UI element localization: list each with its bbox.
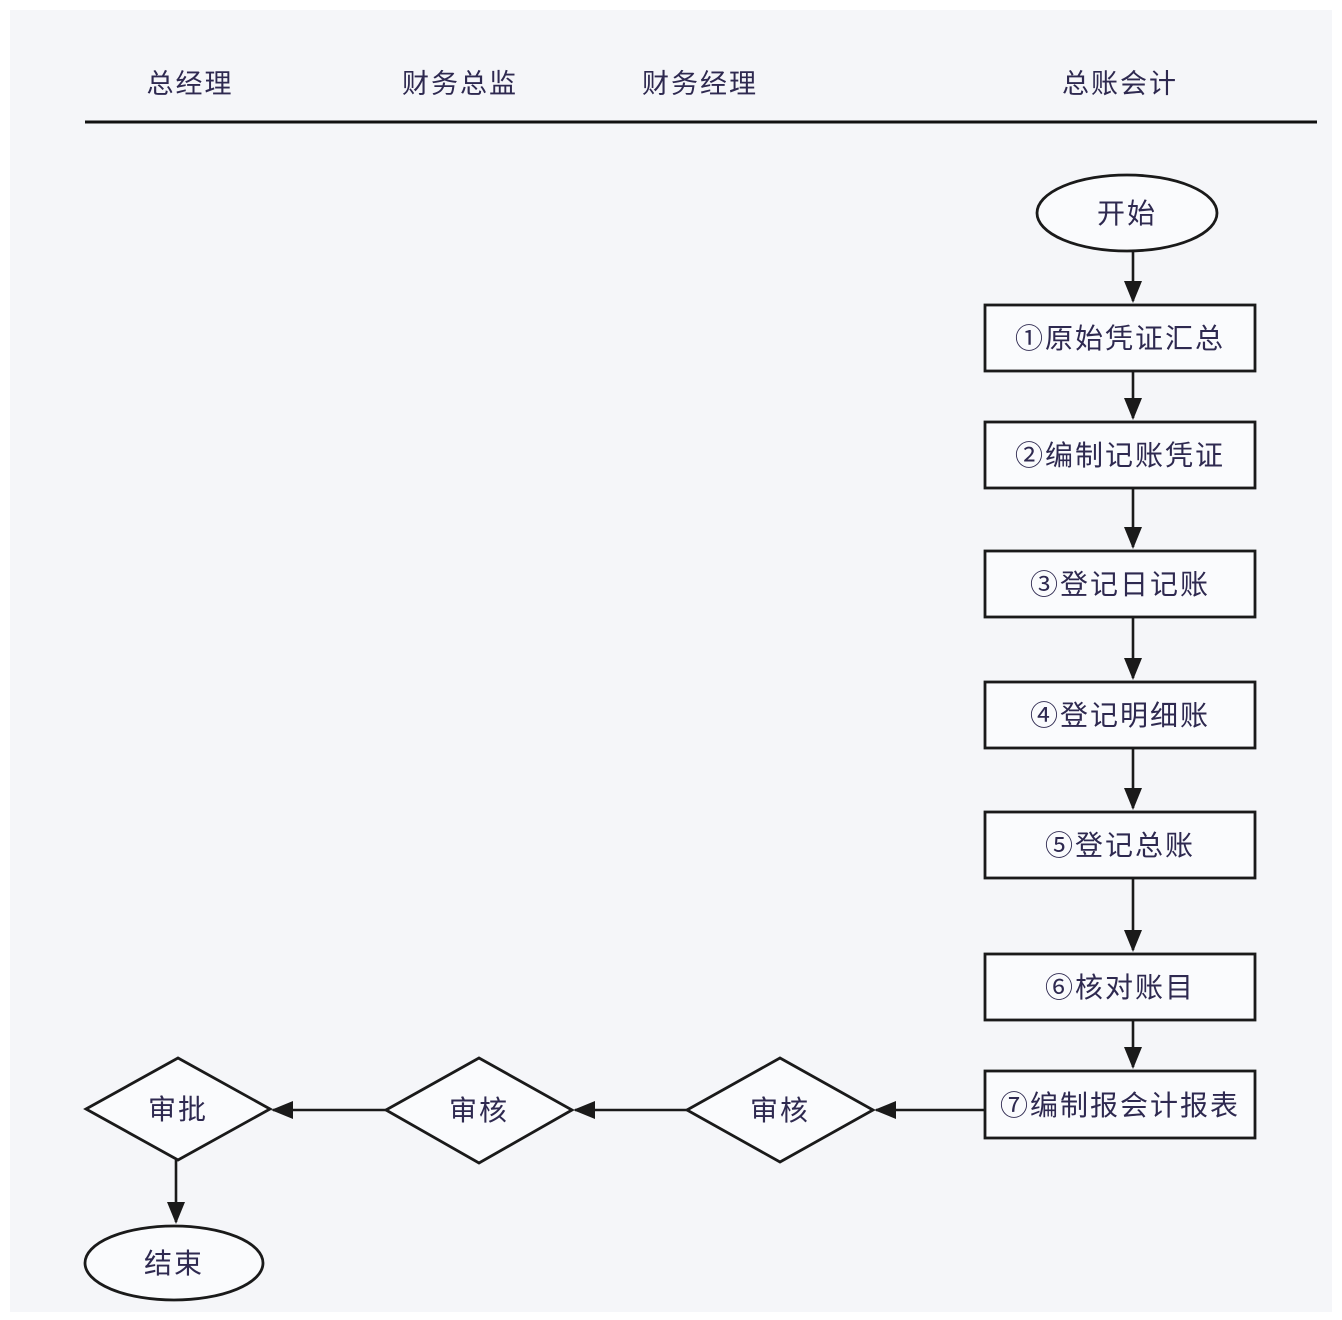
step-node-5: ⑤登记总账	[983, 810, 1257, 880]
step6-label: ⑥核对账目	[1045, 972, 1195, 1004]
lane-header-finance-director: 财务总监	[402, 69, 518, 99]
review2-label: 审核	[449, 1095, 509, 1127]
step5-box	[983, 810, 1257, 880]
step7-label: ⑦编制报会计报表	[1000, 1090, 1240, 1122]
step-node-1: ①原始凭证汇总	[983, 303, 1257, 373]
step6-box	[983, 952, 1257, 1022]
step-node-4: ④登记明细账	[983, 680, 1257, 750]
start-node: 开始	[1035, 173, 1219, 253]
step5-label: ⑤登记总账	[1045, 830, 1195, 862]
lane-header-finance-manager: 财务经理	[642, 69, 758, 99]
start-oval	[1035, 173, 1219, 253]
review2-diamond	[383, 1056, 575, 1165]
step2-label: ②编制记账凭证	[1015, 440, 1225, 472]
start-label: 开始	[1097, 198, 1157, 230]
step3-label: ③登记日记账	[1030, 569, 1210, 601]
decision-node-review-finance-manager: 审核	[684, 1056, 876, 1164]
end-node: 结束	[83, 1224, 265, 1302]
step-node-2: ②编制记账凭证	[983, 420, 1257, 490]
lane-header-row: 总经理 财务总监 财务经理 总账会计	[85, 69, 1317, 124]
approve-label: 审批	[148, 1094, 208, 1126]
review1-label: 审核	[750, 1095, 810, 1127]
step2-box	[983, 420, 1257, 490]
step-node-3: ③登记日记账	[983, 549, 1257, 619]
lane-header-gl-accountant: 总账会计	[1062, 69, 1178, 99]
step3-box	[983, 549, 1257, 619]
end-oval	[83, 1224, 265, 1302]
review1-diamond	[684, 1056, 876, 1164]
lane-header-general-manager: 总经理	[147, 69, 234, 99]
step7-box	[983, 1069, 1257, 1140]
approve-diamond	[83, 1056, 273, 1162]
step1-label: ①原始凭证汇总	[1015, 323, 1225, 355]
step-node-6: ⑥核对账目	[983, 952, 1257, 1022]
decision-node-review-cfo: 审核	[383, 1056, 575, 1165]
step4-box	[983, 680, 1257, 750]
step1-box	[983, 303, 1257, 373]
decision-node-approve-gm: 审批	[83, 1056, 273, 1162]
step4-label: ④登记明细账	[1030, 700, 1210, 732]
step-node-7: ⑦编制报会计报表	[983, 1069, 1257, 1140]
end-label: 结束	[144, 1248, 204, 1280]
